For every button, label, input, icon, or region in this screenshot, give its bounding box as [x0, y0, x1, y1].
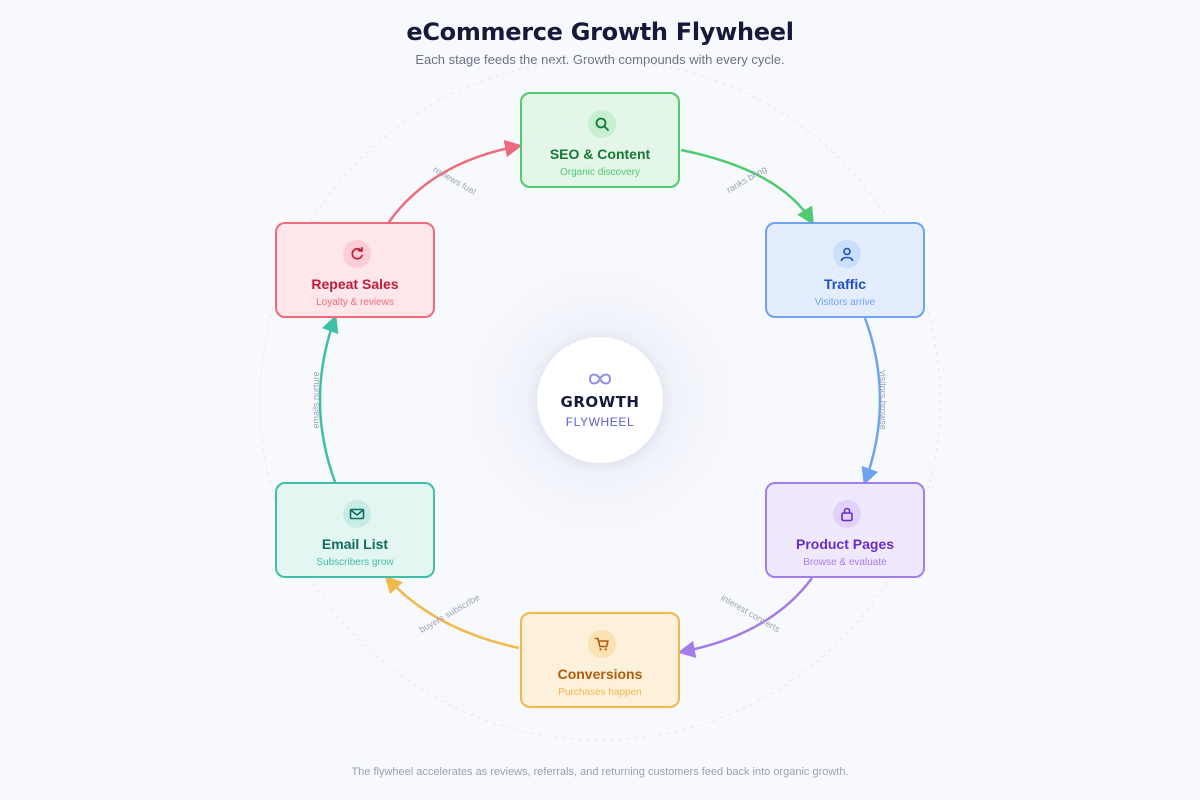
stage-sublabel: Purchases happen — [558, 687, 642, 698]
stage-sublabel: Subscribers grow — [316, 557, 394, 568]
stage-label: SEO & Content — [549, 146, 651, 162]
cart-icon — [588, 630, 616, 658]
stage-conversions: Conversions Purchases happen — [520, 612, 680, 708]
infinity-icon — [588, 373, 612, 385]
user-icon — [833, 240, 861, 268]
edge-email-repeat — [318, 314, 339, 483]
hub-subtitle: FLYWHEEL — [565, 415, 635, 429]
mail-icon — [343, 500, 371, 528]
edge-conversions-email — [384, 575, 520, 650]
stage-repeat-sales: Repeat Sales Loyalty & reviews — [275, 222, 435, 318]
edge-repeat-seo — [387, 139, 523, 223]
orbit-ring — [259, 59, 941, 741]
stage-sublabel: Loyalty & reviews — [316, 297, 394, 308]
hub-center: GROWTH FLYWHEEL — [537, 337, 663, 463]
edge-label: visitors browse — [878, 370, 888, 430]
edge-label: buyers subscribe — [418, 592, 482, 635]
stage-label: Conversions — [557, 666, 643, 682]
search-icon — [588, 110, 616, 138]
stage-label: Email List — [321, 536, 389, 552]
edge-label: emails nurture — [311, 371, 321, 428]
edge-seo-traffic — [680, 148, 814, 225]
stage-seo-content: SEO & Content Organic discovery — [520, 92, 680, 188]
page-title: eCommerce Growth Flywheel — [406, 18, 794, 46]
footer-note: The flywheel accelerates as reviews, ref… — [351, 766, 849, 778]
refresh-icon — [343, 240, 371, 268]
edge-traffic-product — [861, 317, 882, 486]
stage-traffic: Traffic Visitors arrive — [765, 222, 925, 318]
stage-label: Product Pages — [795, 536, 895, 552]
stage-sublabel: Visitors arrive — [814, 297, 876, 308]
stage-sublabel: Browse & evaluate — [803, 557, 887, 568]
stage-sublabel: Organic discovery — [559, 167, 641, 178]
edge-product-conversions — [677, 577, 814, 658]
stage-label: Traffic — [823, 276, 866, 292]
stage-product-pages: Product Pages Browse & evaluate — [765, 482, 925, 578]
lock-icon — [833, 500, 861, 528]
edge-label: reviews fuel — [431, 164, 477, 196]
stage-label: Repeat Sales — [311, 276, 399, 292]
stage-email-list: Email List Subscribers grow — [275, 482, 435, 578]
hub-title: GROWTH — [560, 393, 640, 411]
page-subtitle: Each stage feeds the next. Growth compou… — [415, 52, 785, 67]
